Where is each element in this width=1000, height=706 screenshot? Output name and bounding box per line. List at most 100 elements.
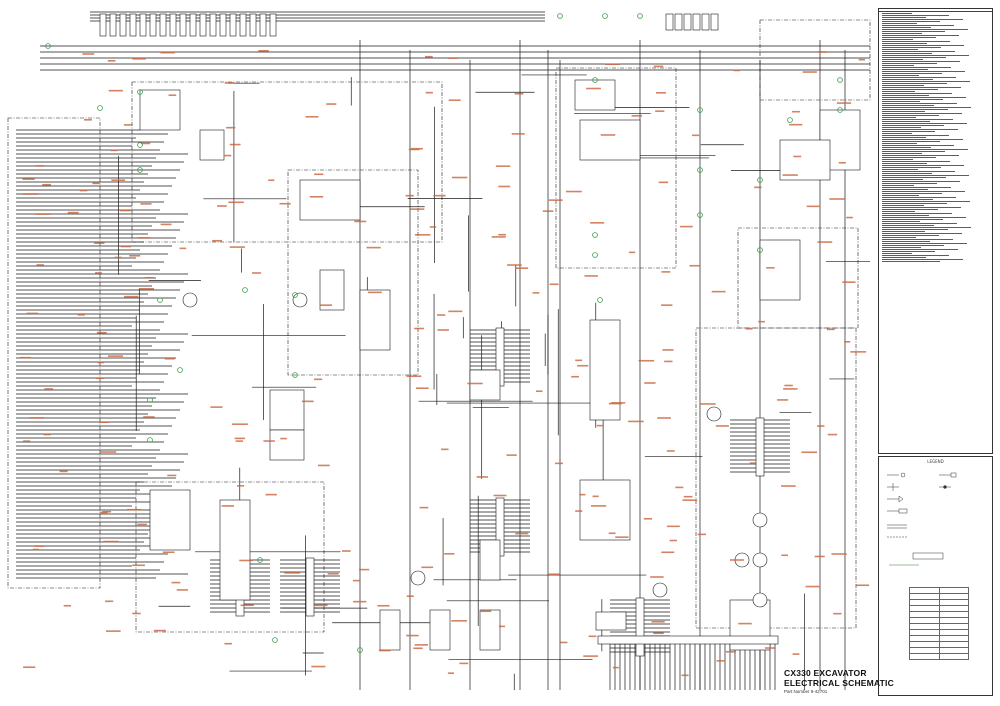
ground-marker: [177, 367, 183, 373]
legend-row-bar: [882, 121, 930, 122]
wire-label-mark: [143, 416, 155, 418]
wire-label-mark: [406, 595, 414, 597]
legend-row-bar: [882, 203, 947, 204]
fuse-holder: [99, 13, 107, 37]
connector-block: [755, 417, 765, 477]
legend-row-bar: [882, 187, 951, 188]
ground-marker: [272, 637, 278, 643]
wire-label-mark: [711, 290, 726, 293]
component-box: [579, 119, 641, 161]
legend-row-bar: [882, 15, 949, 16]
wire-label-mark: [817, 241, 833, 243]
legend-row: [879, 180, 992, 182]
ground-marker: [697, 107, 703, 113]
legend-row-bar: [882, 161, 950, 162]
legend-row: [879, 196, 992, 198]
wire-label-mark: [377, 604, 390, 607]
legend-row-bar: [882, 33, 922, 34]
wire-label-mark: [584, 275, 598, 277]
wire-label-mark: [309, 196, 324, 198]
wire-label-mark: [827, 433, 838, 436]
wire-label-mark: [120, 209, 131, 212]
wire-label-mark: [120, 245, 132, 248]
legend-row-bar: [882, 155, 959, 156]
legend-row-bar: [882, 249, 958, 250]
fuse-holder: [239, 13, 247, 37]
fuse-holder: [209, 13, 217, 37]
legend-row-bar: [882, 45, 964, 46]
wire-label-mark: [314, 173, 324, 176]
wire-label-mark: [239, 559, 253, 562]
legend-row: [879, 194, 992, 196]
wire-label-mark: [406, 634, 419, 637]
legend-row: [879, 230, 992, 232]
wire-label-mark: [555, 462, 563, 465]
wire-label-mark: [608, 532, 616, 535]
legend-row: [879, 136, 992, 138]
legend-row: [879, 20, 992, 22]
legend-row: [879, 36, 992, 38]
legend-row-bar: [882, 95, 929, 96]
wire-label-mark: [123, 124, 132, 126]
wire-label-mark: [661, 551, 675, 554]
legend-row: [879, 48, 992, 50]
legend-row: [879, 176, 992, 178]
legend-row: [879, 224, 992, 226]
wire-label-mark: [838, 161, 846, 164]
ground-marker: [637, 13, 643, 19]
harness-outline: [7, 117, 101, 589]
legend-row-bar: [882, 101, 920, 102]
wire-label-mark: [228, 201, 244, 204]
legend-row: [879, 214, 992, 216]
wire-label-mark: [251, 272, 262, 274]
wire-label-mark: [410, 208, 425, 210]
wire-label-mark: [415, 387, 429, 390]
legend-row-bar: [882, 91, 915, 92]
legend-row: [879, 192, 992, 194]
wire-label-mark: [263, 440, 275, 442]
fuse-holder: [179, 13, 187, 37]
legend-row: [879, 60, 992, 62]
legend-row-bar: [882, 223, 957, 224]
wire-label-mark: [354, 220, 367, 223]
wire-label-mark: [715, 425, 729, 427]
wire-label-mark: [716, 660, 726, 662]
relay: [710, 13, 719, 31]
legend-row-bar: [882, 177, 946, 178]
wire-label-mark: [661, 304, 673, 306]
wire-label-mark: [653, 632, 664, 635]
legend-row-bar: [882, 201, 970, 202]
wire-label-mark: [781, 554, 788, 557]
wire-label-mark: [831, 553, 847, 555]
legend-row: [879, 52, 992, 54]
wire-label-mark: [20, 356, 31, 359]
wire-label-mark: [414, 644, 428, 646]
legend-row-bar: [882, 199, 933, 200]
legend-row-bar: [882, 55, 969, 56]
wire-label-mark: [789, 123, 803, 126]
component-layer: [99, 13, 861, 657]
legend-row: [879, 202, 992, 204]
legend-row-bar: [882, 231, 925, 232]
wire-label-mark: [235, 440, 244, 442]
ground-marker: [157, 297, 163, 303]
ground-marker: [292, 372, 298, 378]
legend-row: [879, 58, 992, 60]
wire-label-mark: [680, 225, 693, 228]
wire-label-mark: [850, 351, 867, 353]
part-number: Part Number 9-42701: [784, 689, 828, 694]
wire-label-mark: [628, 251, 636, 254]
wire-label-mark: [179, 247, 187, 250]
component-box: [139, 89, 181, 131]
wire-label-mark: [96, 331, 107, 334]
ground-marker: [97, 105, 103, 111]
wire-label-mark: [34, 545, 45, 547]
legend-row: [879, 68, 992, 70]
wire-label-mark: [802, 71, 817, 73]
legend-row-bar: [882, 133, 912, 134]
legend-row-bar: [882, 31, 945, 32]
component-box: [479, 539, 501, 581]
legend-row: [879, 246, 992, 248]
legend-row: [879, 100, 992, 102]
